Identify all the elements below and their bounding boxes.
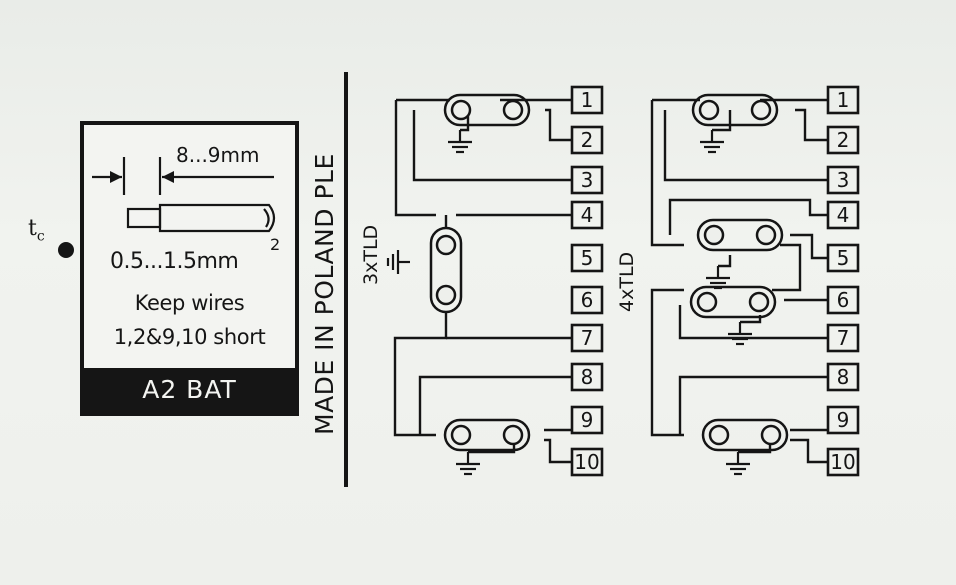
terminal-block-3: 1 2 3 4 5 6 7 8 9 10 [570,85,604,477]
three-terminal-number: 9 [581,408,594,432]
three-terminal-number: 1 [581,88,594,112]
ground-icon [446,128,474,154]
three-terminal-6: 6 [570,285,604,315]
lamp-3-middle [429,226,463,314]
ground-icon [698,128,726,154]
four-terminal-number: 4 [837,203,850,227]
three-terminal-9: 9 [570,405,604,435]
four-terminal-number: 2 [837,128,850,152]
tc-label: tc [28,216,45,244]
three-terminal-4: 4 [570,200,604,230]
vertical-divider [344,72,348,487]
lamp-4-2 [696,218,784,252]
model-label: A2 BAT [84,368,295,412]
four-terminal-1: 1 [826,85,860,115]
three-terminal-8: 8 [570,362,604,392]
ground-icon [386,248,412,276]
three-terminal-3: 3 [570,165,604,195]
four-terminal-number: 3 [837,168,850,192]
tc-point-dot [58,242,74,258]
four-terminal-4: 4 [826,200,860,230]
four-terminal-9: 9 [826,405,860,435]
wire-strip-drawing [92,157,276,233]
four-terminal-7: 7 [826,323,860,353]
lamp-4-4 [701,418,789,452]
three-terminal-number: 10 [574,450,599,474]
ground-icon [704,264,732,290]
four-terminal-number: 5 [837,246,850,270]
tc-letter: t [28,216,37,241]
three-terminal-2: 2 [570,125,604,155]
four-terminal-2: 2 [826,125,860,155]
three-terminal-number: 8 [581,365,594,389]
wire-section-superscript: 2 [270,235,281,254]
four-terminal-3: 3 [826,165,860,195]
four-terminal-6: 6 [826,285,860,315]
wire-section-label: 0.5...1.5mm [110,249,239,274]
four-terminal-number: 9 [837,408,850,432]
three-terminal-number: 7 [581,326,594,350]
four-terminal-8: 8 [826,362,860,392]
three-terminal-5: 5 [570,243,604,273]
keep-wires-note-line2: 1,2&9,10 short [113,325,266,349]
three-terminal-number: 6 [581,288,594,312]
three-terminal-number: 5 [581,246,594,270]
three-terminal-number: 4 [581,203,594,227]
ground-icon [726,320,754,346]
keep-wires-note-line1: Keep wires [134,291,245,315]
four-terminal-10: 10 [826,447,860,477]
ground-icon [454,450,482,476]
wire-spec-box: 8...9mm 0.5...1.5mm 2 Keep wires 1,2&9,1… [80,121,299,416]
four-terminal-number: 10 [830,450,855,474]
lamp-3-bottom [443,418,531,452]
tc-sub: c [36,228,45,245]
terminal-block-4: 1 2 3 4 5 6 7 8 9 10 [826,85,860,477]
four-terminal-number: 7 [837,326,850,350]
ground-icon [724,450,752,476]
four-terminal-number: 8 [837,365,850,389]
three-terminal-1: 1 [570,85,604,115]
three-terminal-number: 2 [581,128,594,152]
four-terminal-5: 5 [826,243,860,273]
three-terminal-10: 10 [570,447,604,477]
three-terminal-7: 7 [570,323,604,353]
lamp-4-3 [689,285,777,319]
four-terminal-number: 6 [837,288,850,312]
three-terminal-number: 3 [581,168,594,192]
four-terminal-number: 1 [837,88,850,112]
strip-length-label: 8...9mm [176,143,260,167]
